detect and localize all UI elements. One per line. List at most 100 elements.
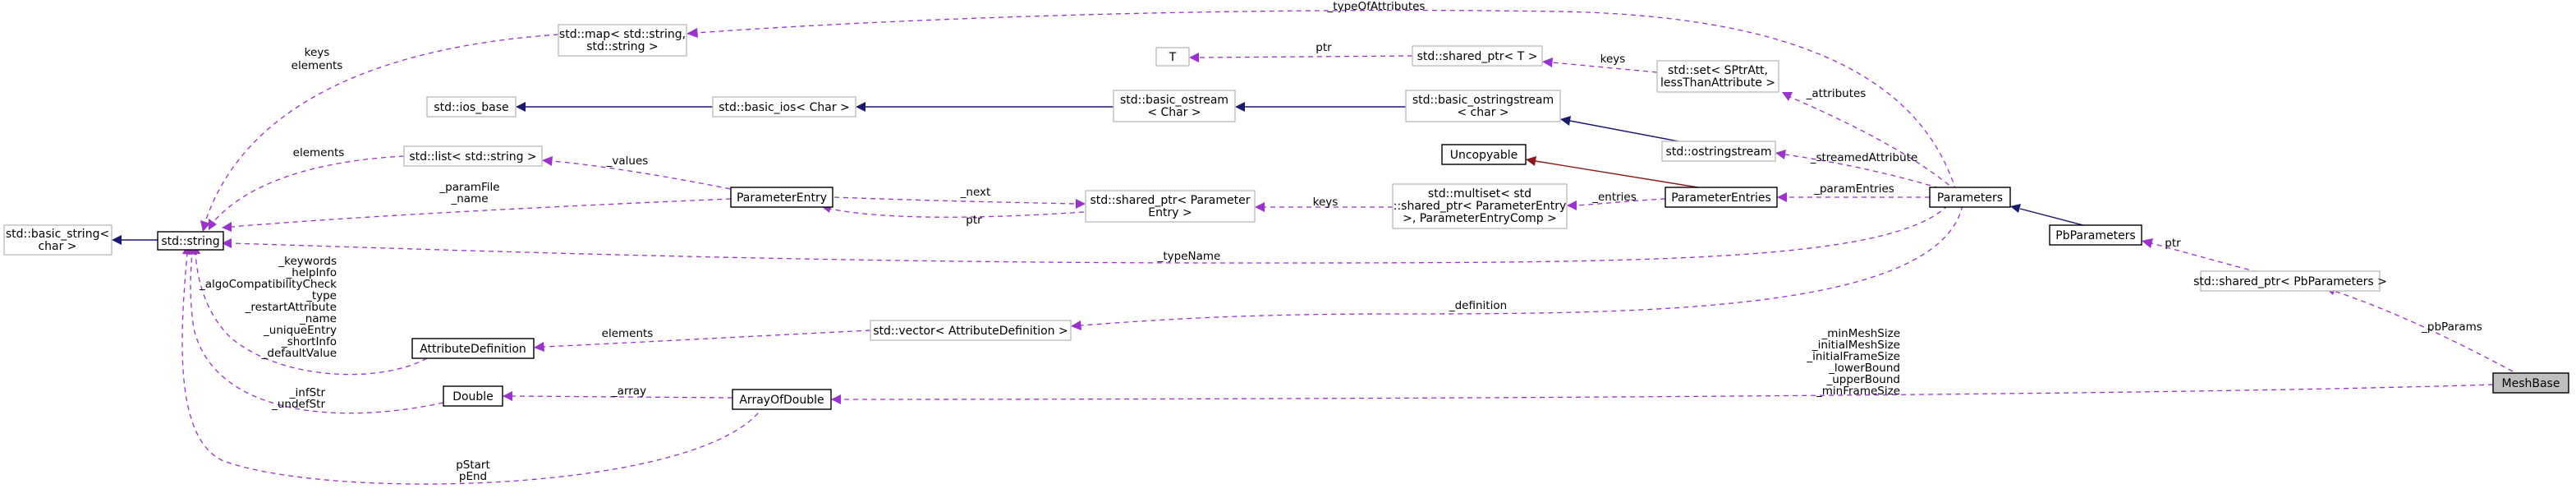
node-shared-ptr-param-entry-line2: Entry > — [1148, 206, 1192, 219]
label-pstart: pStart — [456, 459, 490, 472]
label-map-elements: elements — [292, 59, 343, 72]
node-attribute-definition[interactable]: AttributeDefinition — [411, 338, 535, 359]
label-restartattribute: _restartAttribute — [245, 301, 337, 314]
edge-basicios-iosbase — [516, 102, 713, 112]
label-values: _values — [606, 154, 649, 168]
label-initialmeshsize: _initialMeshSize — [1811, 339, 1900, 352]
node-multiset[interactable]: std::multiset< std ::shared_ptr< Paramet… — [1392, 183, 1568, 229]
label-undefstr: _undefStr — [271, 398, 325, 411]
node-uncopyable-label: Uncopyable — [1450, 149, 1518, 162]
label-map-keys: keys — [305, 46, 330, 59]
node-shared-ptr-pb[interactable]: std::shared_ptr< PbParameters > — [2193, 270, 2387, 292]
edge-streamedattribute — [1775, 150, 1949, 191]
label-next: _next — [960, 186, 991, 199]
node-std-string[interactable]: std::string — [157, 231, 224, 251]
edge-ptr-entry — [821, 204, 1085, 218]
label-ptr-t: ptr — [1316, 41, 1332, 54]
node-parameters[interactable]: Parameters — [1929, 187, 2011, 208]
label-keys-set: keys — [1600, 53, 1626, 66]
label-typeofattributes: _typeOfAttributes — [1327, 0, 1426, 13]
node-pb-parameters-label: PbParameters — [2055, 229, 2135, 242]
edge-values — [542, 156, 740, 191]
edge-multiset-keys — [1255, 202, 1393, 212]
label-minframesize: _minFrameSize — [1816, 385, 1900, 398]
node-list-string-label: std::list< std::string > — [409, 150, 536, 164]
node-multiset-line2: ::shared_ptr< ParameterEntry — [1394, 200, 1567, 213]
node-shared-ptr-pb-label: std::shared_ptr< PbParameters > — [2193, 275, 2387, 288]
label-minmeshsize: _minMeshSize — [1821, 327, 1900, 340]
node-std-map[interactable]: std::map< std::string, std::string > — [558, 24, 687, 57]
edge-meshbase-arrayofdouble — [831, 384, 2494, 404]
node-basic-ostream-line2: < Char > — [1147, 106, 1201, 119]
node-mesh-base-label: MeshBase — [2502, 377, 2560, 390]
edge-pbparams — [2325, 286, 2514, 372]
node-attribute-definition-label: AttributeDefinition — [420, 343, 526, 356]
node-shared-ptr-t[interactable]: std::shared_ptr< T > — [1412, 45, 1543, 67]
label-paramentries: _paramEntries — [1813, 182, 1894, 196]
label-list-elements: elements — [293, 146, 345, 159]
edge-vector-elements — [534, 330, 871, 352]
node-uncopyable[interactable]: Uncopyable — [1441, 144, 1527, 165]
node-parameter-entry-label: ParameterEntry — [737, 191, 827, 205]
label-mesh-fields: _minMeshSize _initialMeshSize _initialFr… — [1806, 327, 1900, 398]
label-attrdef-fields: _keywords _helpInfo _algoCompatibilityCh… — [199, 255, 337, 360]
node-t[interactable]: T — [1155, 47, 1190, 67]
label-initialframesize: _initialFrameSize — [1806, 350, 1900, 363]
label-pend: pEnd — [459, 470, 487, 483]
node-ostringstream-label: std::ostringstream — [1666, 145, 1772, 159]
node-std-basic-string[interactable]: std::basic_string< char > — [3, 224, 112, 256]
node-parameter-entry[interactable]: ParameterEntry — [730, 187, 833, 208]
edge-paramfile-name — [222, 198, 732, 232]
label-attr-name: _name — [299, 312, 337, 325]
label-vector-elements: elements — [602, 327, 654, 340]
edge-next — [833, 196, 1086, 209]
label-uniqueentry: _uniqueEntry — [263, 324, 337, 337]
node-ostringstream[interactable]: std::ostringstream — [1661, 141, 1776, 162]
label-defaultvalue: _defaultValue — [261, 347, 337, 360]
node-parameter-entries[interactable]: ParameterEntries — [1665, 187, 1778, 208]
node-vector-attr-def[interactable]: std::vector< AttributeDefinition > — [870, 320, 1072, 341]
node-t-label: T — [1169, 51, 1177, 64]
edge-list-string — [209, 155, 405, 230]
edge-typeofattributes — [686, 9, 1957, 191]
node-basic-ios-label: std::basic_ios< Char > — [719, 101, 850, 114]
node-std-basic-string-line1: std::basic_string< — [6, 228, 109, 241]
label-pbparams: _pbParams — [2421, 320, 2482, 334]
node-std-map-line1: std::map< std::string, — [559, 28, 686, 41]
node-ios-base[interactable]: std::ios_base — [426, 96, 517, 118]
label-shortinfo: _shortInfo — [281, 335, 337, 348]
node-double[interactable]: Double — [443, 385, 503, 407]
label-helpinfo: _helpInfo — [286, 266, 337, 279]
node-shared-ptr-param-entry[interactable]: std::shared_ptr< Parameter Entry > — [1085, 190, 1256, 223]
node-std-set[interactable]: std::set< SPtrAtt, lessThanAttribute > — [1656, 60, 1779, 93]
edge-paramentries-uncopyable — [1526, 156, 1709, 190]
node-std-string-label: std::string — [161, 235, 219, 248]
edge-ostrstream-basicostrstream — [1560, 116, 1692, 145]
edge-attributes — [1782, 92, 1957, 191]
node-pb-parameters[interactable]: PbParameters — [2049, 224, 2142, 246]
node-list-string[interactable]: std::list< std::string > — [403, 145, 543, 167]
node-basic-ostringstream[interactable]: std::basic_ostringstream < char > — [1405, 90, 1561, 122]
node-std-set-line2: lessThanAttribute > — [1660, 76, 1775, 90]
node-basic-ostream[interactable]: std::basic_ostream < Char > — [1113, 90, 1236, 122]
node-shared-ptr-t-label: std::shared_ptr< T > — [1417, 50, 1538, 63]
node-basic-ostream-line1: std::basic_ostream — [1120, 94, 1228, 107]
node-multiset-line3: >, ParameterEntryComp > — [1403, 212, 1557, 225]
label-upperbound: _upperBound — [1825, 373, 1900, 386]
node-basic-ostringstream-line1: std::basic_ostringstream — [1412, 94, 1554, 107]
label-type: _type — [305, 289, 337, 302]
label-definition: _definition — [1449, 299, 1507, 312]
edge-array — [503, 391, 733, 401]
node-array-of-double[interactable]: ArrayOfDouble — [732, 389, 832, 410]
edge-definition — [1071, 205, 1963, 330]
edge-paramentries — [1777, 192, 1930, 202]
node-ios-base-label: std::ios_base — [434, 101, 508, 114]
node-mesh-base[interactable]: MeshBase — [2492, 372, 2569, 394]
node-vector-attr-def-label: std::vector< AttributeDefinition > — [873, 325, 1068, 338]
label-paramfile: _paramFile — [439, 181, 499, 194]
label-ptr-pb: ptr — [2165, 237, 2181, 250]
node-double-label: Double — [452, 390, 494, 403]
node-basic-ios[interactable]: std::basic_ios< Char > — [712, 96, 856, 118]
label-keys-multiset: keys — [1313, 196, 1339, 209]
